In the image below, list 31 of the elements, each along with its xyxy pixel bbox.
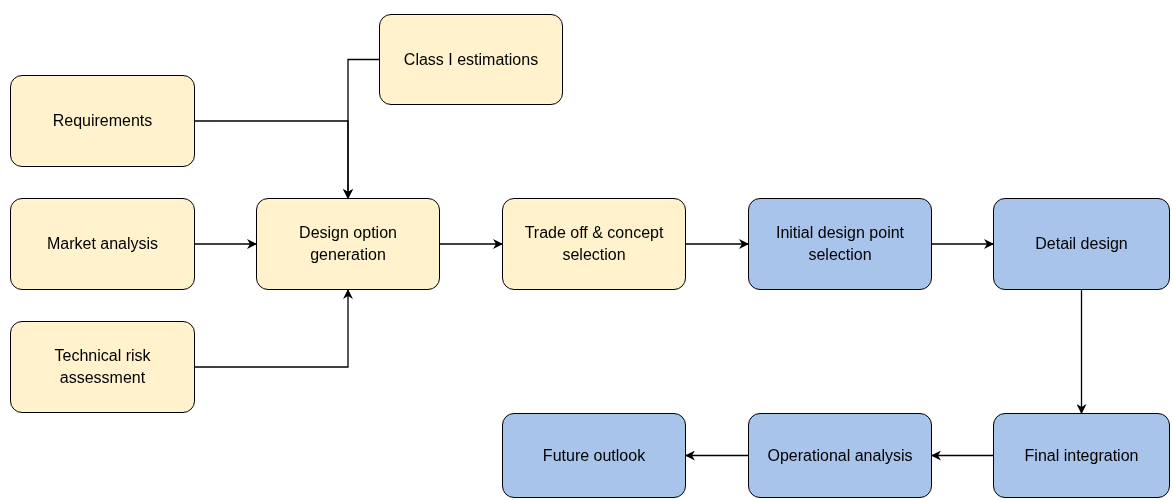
box-label: Design option generation [298,223,398,265]
box-label: Class I estimations [403,49,539,70]
box-label: Technical risk assessment [53,346,152,388]
process-box [10,321,195,413]
arrow [194,289,353,368]
box-label: Requirements [52,111,153,131]
arrow [685,450,749,461]
arrow [685,239,749,249]
process-box [993,198,1170,290]
process-box [10,198,195,290]
box-label: Market analysis [46,234,159,254]
process-box [748,413,932,498]
box-label: Trade off & concept selection [523,223,665,265]
arrow [1076,289,1087,414]
process-box [379,14,563,105]
arrow [931,239,994,249]
arrow [194,120,353,199]
box-label: Initial design point selection [774,223,906,265]
arrow [931,450,994,461]
arrow [439,239,503,249]
arrow [194,239,257,249]
process-box [993,413,1170,498]
box-label: Operational analysis [767,445,913,466]
process-box [748,198,932,290]
process-box [10,75,195,167]
box-label: Detail design [1035,234,1128,254]
box-label: Future outlook [542,445,646,466]
process-box [502,413,686,498]
box-label: Final integration [1024,445,1139,466]
process-box [502,198,686,290]
process-box [256,198,440,290]
